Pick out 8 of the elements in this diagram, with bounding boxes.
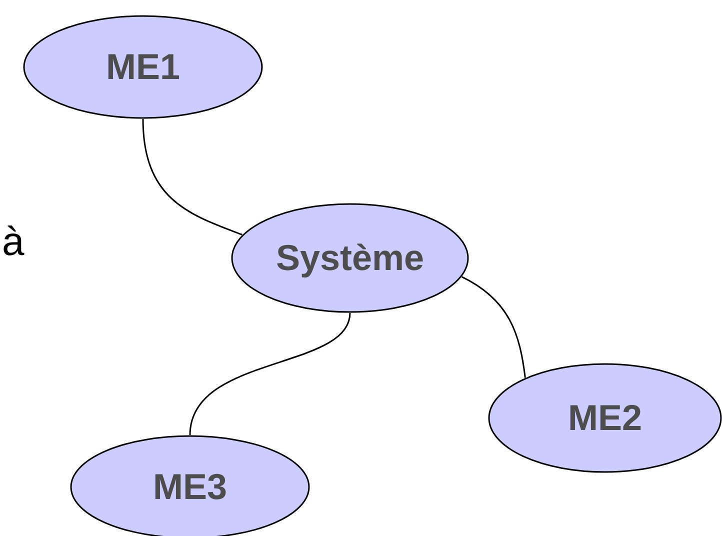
connector-line (461, 276, 526, 378)
node-label: ME1 (106, 46, 180, 88)
text-fragment: à (2, 220, 24, 265)
connector-line (189, 312, 351, 436)
node-label: Système (276, 237, 424, 279)
node-label: ME2 (568, 397, 642, 439)
node-label: ME3 (152, 466, 228, 508)
connector-line (142, 118, 242, 236)
